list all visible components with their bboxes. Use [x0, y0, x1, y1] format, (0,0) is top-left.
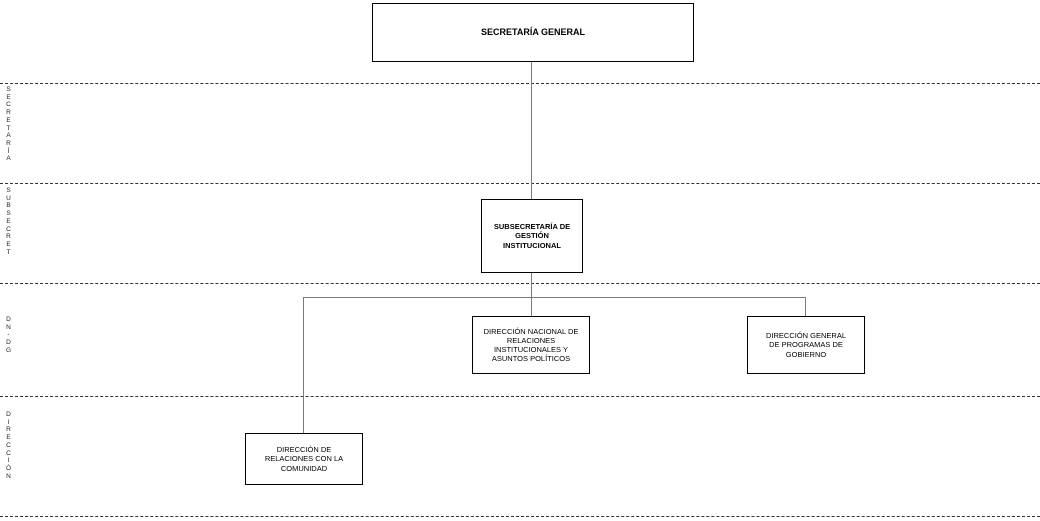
connector-secretaria-subsecretaria: [531, 62, 532, 199]
node-dn-relaciones-institucionales: DIRECCIÓN NACIONAL DE RELACIONES INSTITU…: [472, 316, 590, 374]
connector-bus-comunidad: [303, 297, 304, 433]
level-divider: [0, 83, 1040, 84]
node-secretaria-general: SECRETARÍA GENERAL: [372, 3, 694, 62]
node-dg-programas-gobierno: DIRECCIÓN GENERAL DE PROGRAMAS DE GOBIER…: [747, 316, 865, 374]
connector-bus-dg-programas: [805, 297, 806, 316]
connector-bus-dn-relaciones: [531, 297, 532, 316]
node-subsecretaria-gestion-institucional: SUBSECRETARÍA DE GESTIÓN INSTITUCIONAL: [481, 199, 583, 273]
level-label-secretaria: S E C R E T A R Í A: [6, 86, 11, 163]
level-label-direccion: D I R E C C I Ó N: [5, 411, 12, 480]
level-divider: [0, 516, 1040, 517]
level-label-dn-dg: D N - D G: [5, 316, 12, 354]
node-d-relaciones-comunidad: DIRECCIÓN DE RELACIONES CON LA COMUNIDAD: [245, 433, 363, 485]
level-divider: [0, 396, 1040, 397]
level-label-subsecretaria: S U B S E C R E T: [6, 187, 11, 256]
level-divider: [0, 183, 1040, 184]
connector-horizontal-bus: [303, 297, 805, 298]
level-divider: [0, 283, 1040, 284]
connector-subsecretaria-bus: [531, 273, 532, 297]
